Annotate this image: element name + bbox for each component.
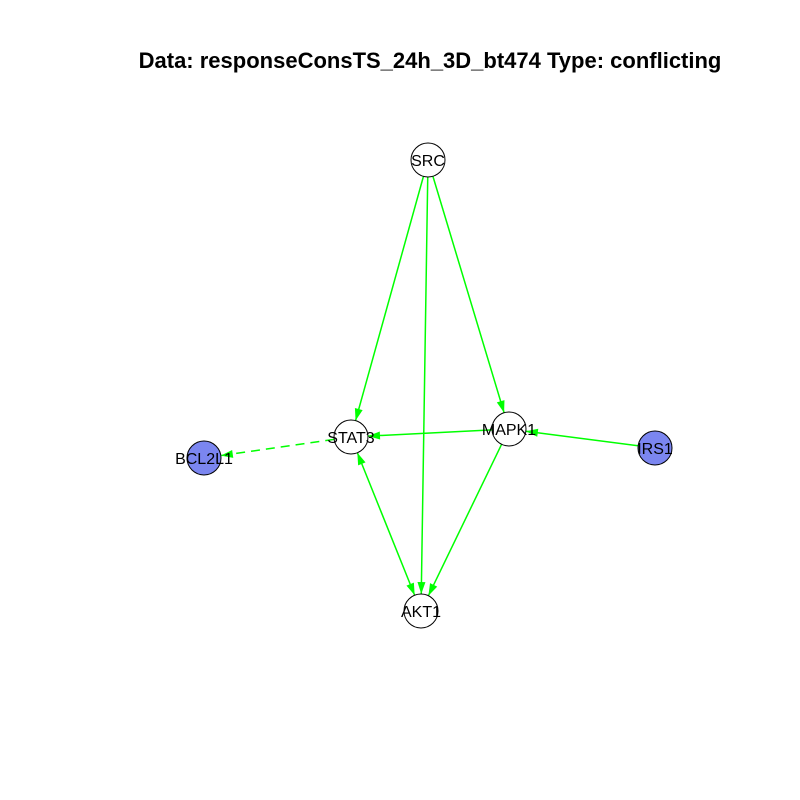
- node-circle: [410, 142, 446, 178]
- arrow-head: [354, 407, 363, 421]
- edge-line: [220, 438, 335, 457]
- edge-mapk1-akt1: [427, 443, 503, 597]
- node-label: SRC: [411, 153, 445, 170]
- node-label: BCL2L1: [175, 451, 233, 468]
- edge-stat3-bcl2l1: [220, 438, 335, 458]
- arrow-head: [496, 400, 505, 413]
- edges-layer: [220, 176, 639, 597]
- edge-line: [356, 452, 416, 596]
- node-irs1: IRS1: [637, 430, 673, 466]
- node-label: IRS1: [637, 441, 673, 458]
- node-src: SRC: [410, 142, 446, 178]
- node-circle: [491, 411, 527, 447]
- node-bcl2l1: BCL2L1: [175, 440, 233, 476]
- node-stat3: STAT3: [327, 419, 375, 455]
- arrow-head: [367, 431, 381, 440]
- edge-line: [354, 176, 425, 421]
- node-circle: [186, 440, 222, 476]
- edge-line: [427, 443, 503, 597]
- arrow-head: [525, 428, 539, 437]
- edge-line: [525, 430, 639, 447]
- edge-irs1-mapk1: [525, 428, 639, 447]
- diagram-title: Data: responseConsTS_24h_3D_bt474 Type: …: [138, 48, 722, 73]
- node-label: STAT3: [327, 430, 375, 447]
- node-mapk1: MAPK1: [482, 411, 536, 447]
- arrow-head: [406, 582, 415, 596]
- edge-line: [432, 176, 505, 413]
- arrow-head: [220, 449, 234, 458]
- edge-stat3-akt1: [356, 452, 416, 596]
- arrow-head: [417, 581, 426, 595]
- edge-src-mapk1: [432, 176, 505, 413]
- node-circle: [637, 430, 673, 466]
- node-label: AKT1: [401, 604, 441, 621]
- arrow-head: [428, 583, 438, 596]
- node-akt1: AKT1: [401, 593, 441, 629]
- arrow-head: [357, 452, 366, 466]
- node-circle: [403, 593, 439, 629]
- edge-src-stat3: [354, 176, 425, 421]
- edge-line: [420, 176, 429, 595]
- node-label: MAPK1: [482, 422, 536, 439]
- edge-line: [367, 429, 493, 437]
- edge-mapk1-stat3: [367, 429, 493, 440]
- node-circle: [333, 419, 369, 455]
- edge-src-akt1: [417, 176, 429, 595]
